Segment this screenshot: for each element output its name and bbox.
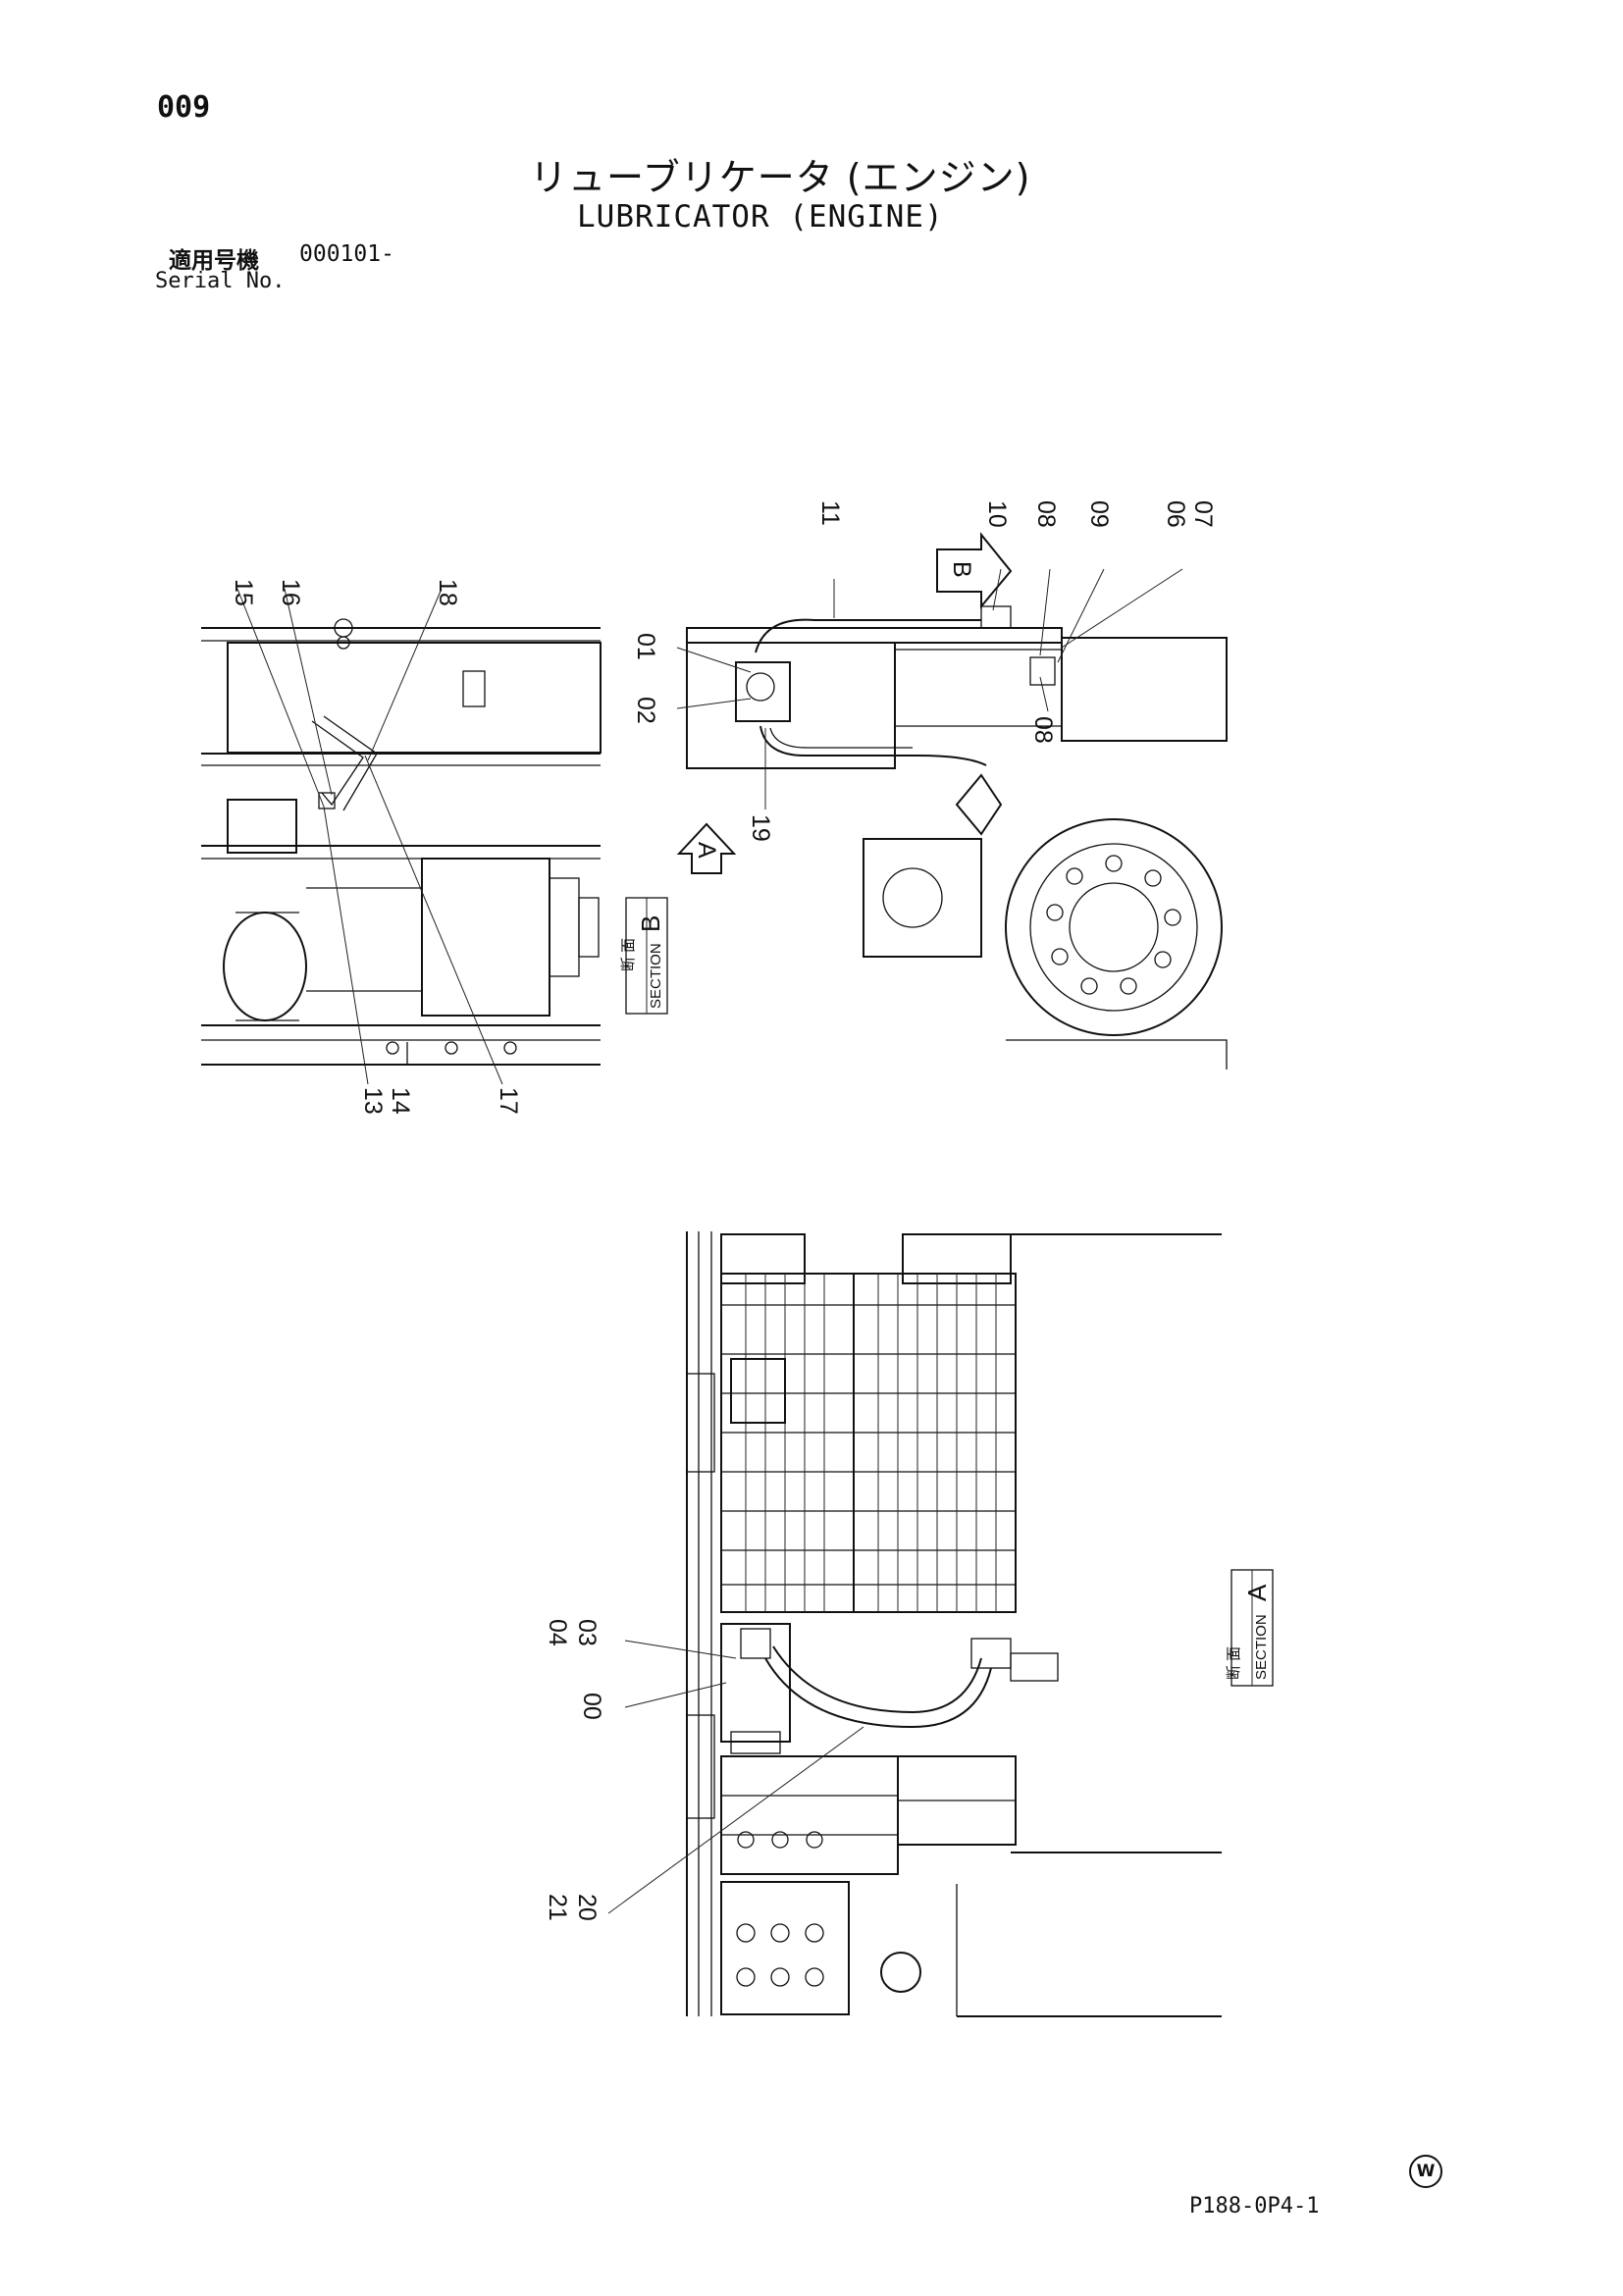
section-b-label-ja: 断 面	[620, 938, 637, 971]
leader-lines	[236, 568, 1183, 1914]
callout-10: 10	[983, 500, 1011, 528]
callout-19: 19	[747, 814, 774, 842]
callout-09: 09	[1085, 500, 1113, 528]
watermark-w: W	[1409, 2155, 1442, 2188]
callout-21: 21	[544, 1894, 571, 1921]
callout-02: 02	[632, 697, 659, 724]
arrow-a-letter: A	[693, 842, 720, 859]
section-b-view	[201, 618, 668, 1066]
serial-label-japanese: 適用号機	[169, 248, 259, 274]
section-b-label-en: SECTION	[648, 943, 664, 1009]
callout-20: 20	[573, 1894, 601, 1921]
callout-16: 16	[277, 579, 304, 606]
callout-03: 03	[573, 1619, 601, 1646]
callout-11: 11	[816, 500, 844, 526]
title-english: LUBRICATOR (ENGINE)	[577, 199, 944, 235]
callout-07: 07	[1189, 500, 1217, 528]
callout-17: 17	[495, 1087, 522, 1115]
reference-code: P188-0P4-1	[1189, 2194, 1320, 2218]
callout-08-top: 08	[1032, 500, 1060, 528]
callout-13: 13	[359, 1087, 387, 1115]
section-a-label-ja: 断 面	[1226, 1646, 1242, 1680]
callout-18: 18	[434, 579, 461, 606]
section-a-view	[686, 1231, 1274, 2017]
callout-14: 14	[387, 1087, 414, 1115]
serial-label-english: Serial No.	[155, 269, 286, 293]
top-view	[676, 532, 1228, 1070]
section-a-label-en: SECTION	[1253, 1614, 1270, 1680]
callout-08-bottom: 08	[1029, 716, 1057, 744]
callout-00: 00	[578, 1693, 605, 1720]
callouts: 15 16 18 13 14 17 01 02 19 11 10 08 09 0…	[230, 500, 1217, 1921]
page-number: 009	[157, 90, 211, 125]
callout-01: 01	[632, 633, 659, 660]
serial-value: 000101-	[299, 241, 394, 267]
section-b-letter: B	[636, 915, 665, 932]
callout-04: 04	[544, 1619, 571, 1646]
callout-15: 15	[230, 579, 257, 606]
section-a-letter: A	[1242, 1584, 1272, 1601]
title-japanese: リューブリケータ (エンジン)	[530, 156, 1031, 199]
arrow-b-letter: B	[948, 561, 975, 578]
callout-06: 06	[1162, 500, 1189, 528]
